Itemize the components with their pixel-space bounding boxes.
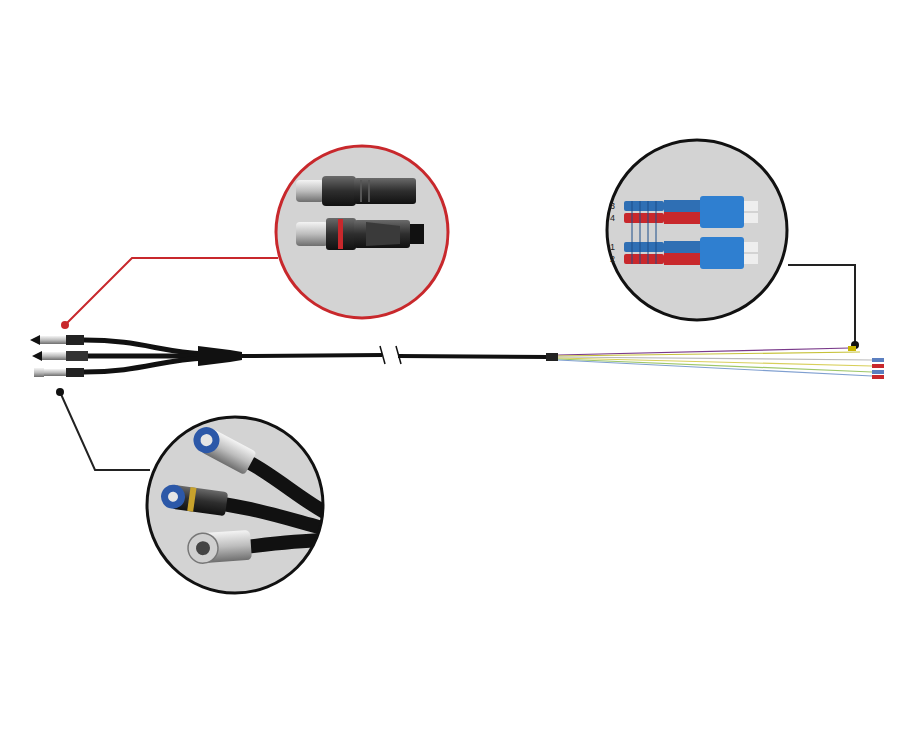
fan-out-wires xyxy=(558,348,872,376)
fiber-number: 3 xyxy=(610,201,615,211)
fiber-number: 1 xyxy=(610,242,615,252)
main-cable xyxy=(242,355,382,356)
main-cable xyxy=(398,356,548,357)
branch-cables xyxy=(84,340,205,372)
leader-dot xyxy=(61,321,69,329)
break-mark xyxy=(380,346,401,364)
lc-connector-pair xyxy=(624,237,758,269)
leader-dot xyxy=(56,388,64,396)
fiber-number: 2 xyxy=(610,254,615,264)
wire-ends xyxy=(848,346,884,379)
fiber-number: 4 xyxy=(610,213,615,223)
cable-end xyxy=(546,353,558,361)
mc4-callout xyxy=(276,146,448,318)
lc-connector-pair xyxy=(624,196,758,228)
lc-callout xyxy=(596,140,787,320)
breakout xyxy=(198,346,242,366)
left-connectors xyxy=(30,335,88,377)
connector-callout xyxy=(147,417,330,593)
